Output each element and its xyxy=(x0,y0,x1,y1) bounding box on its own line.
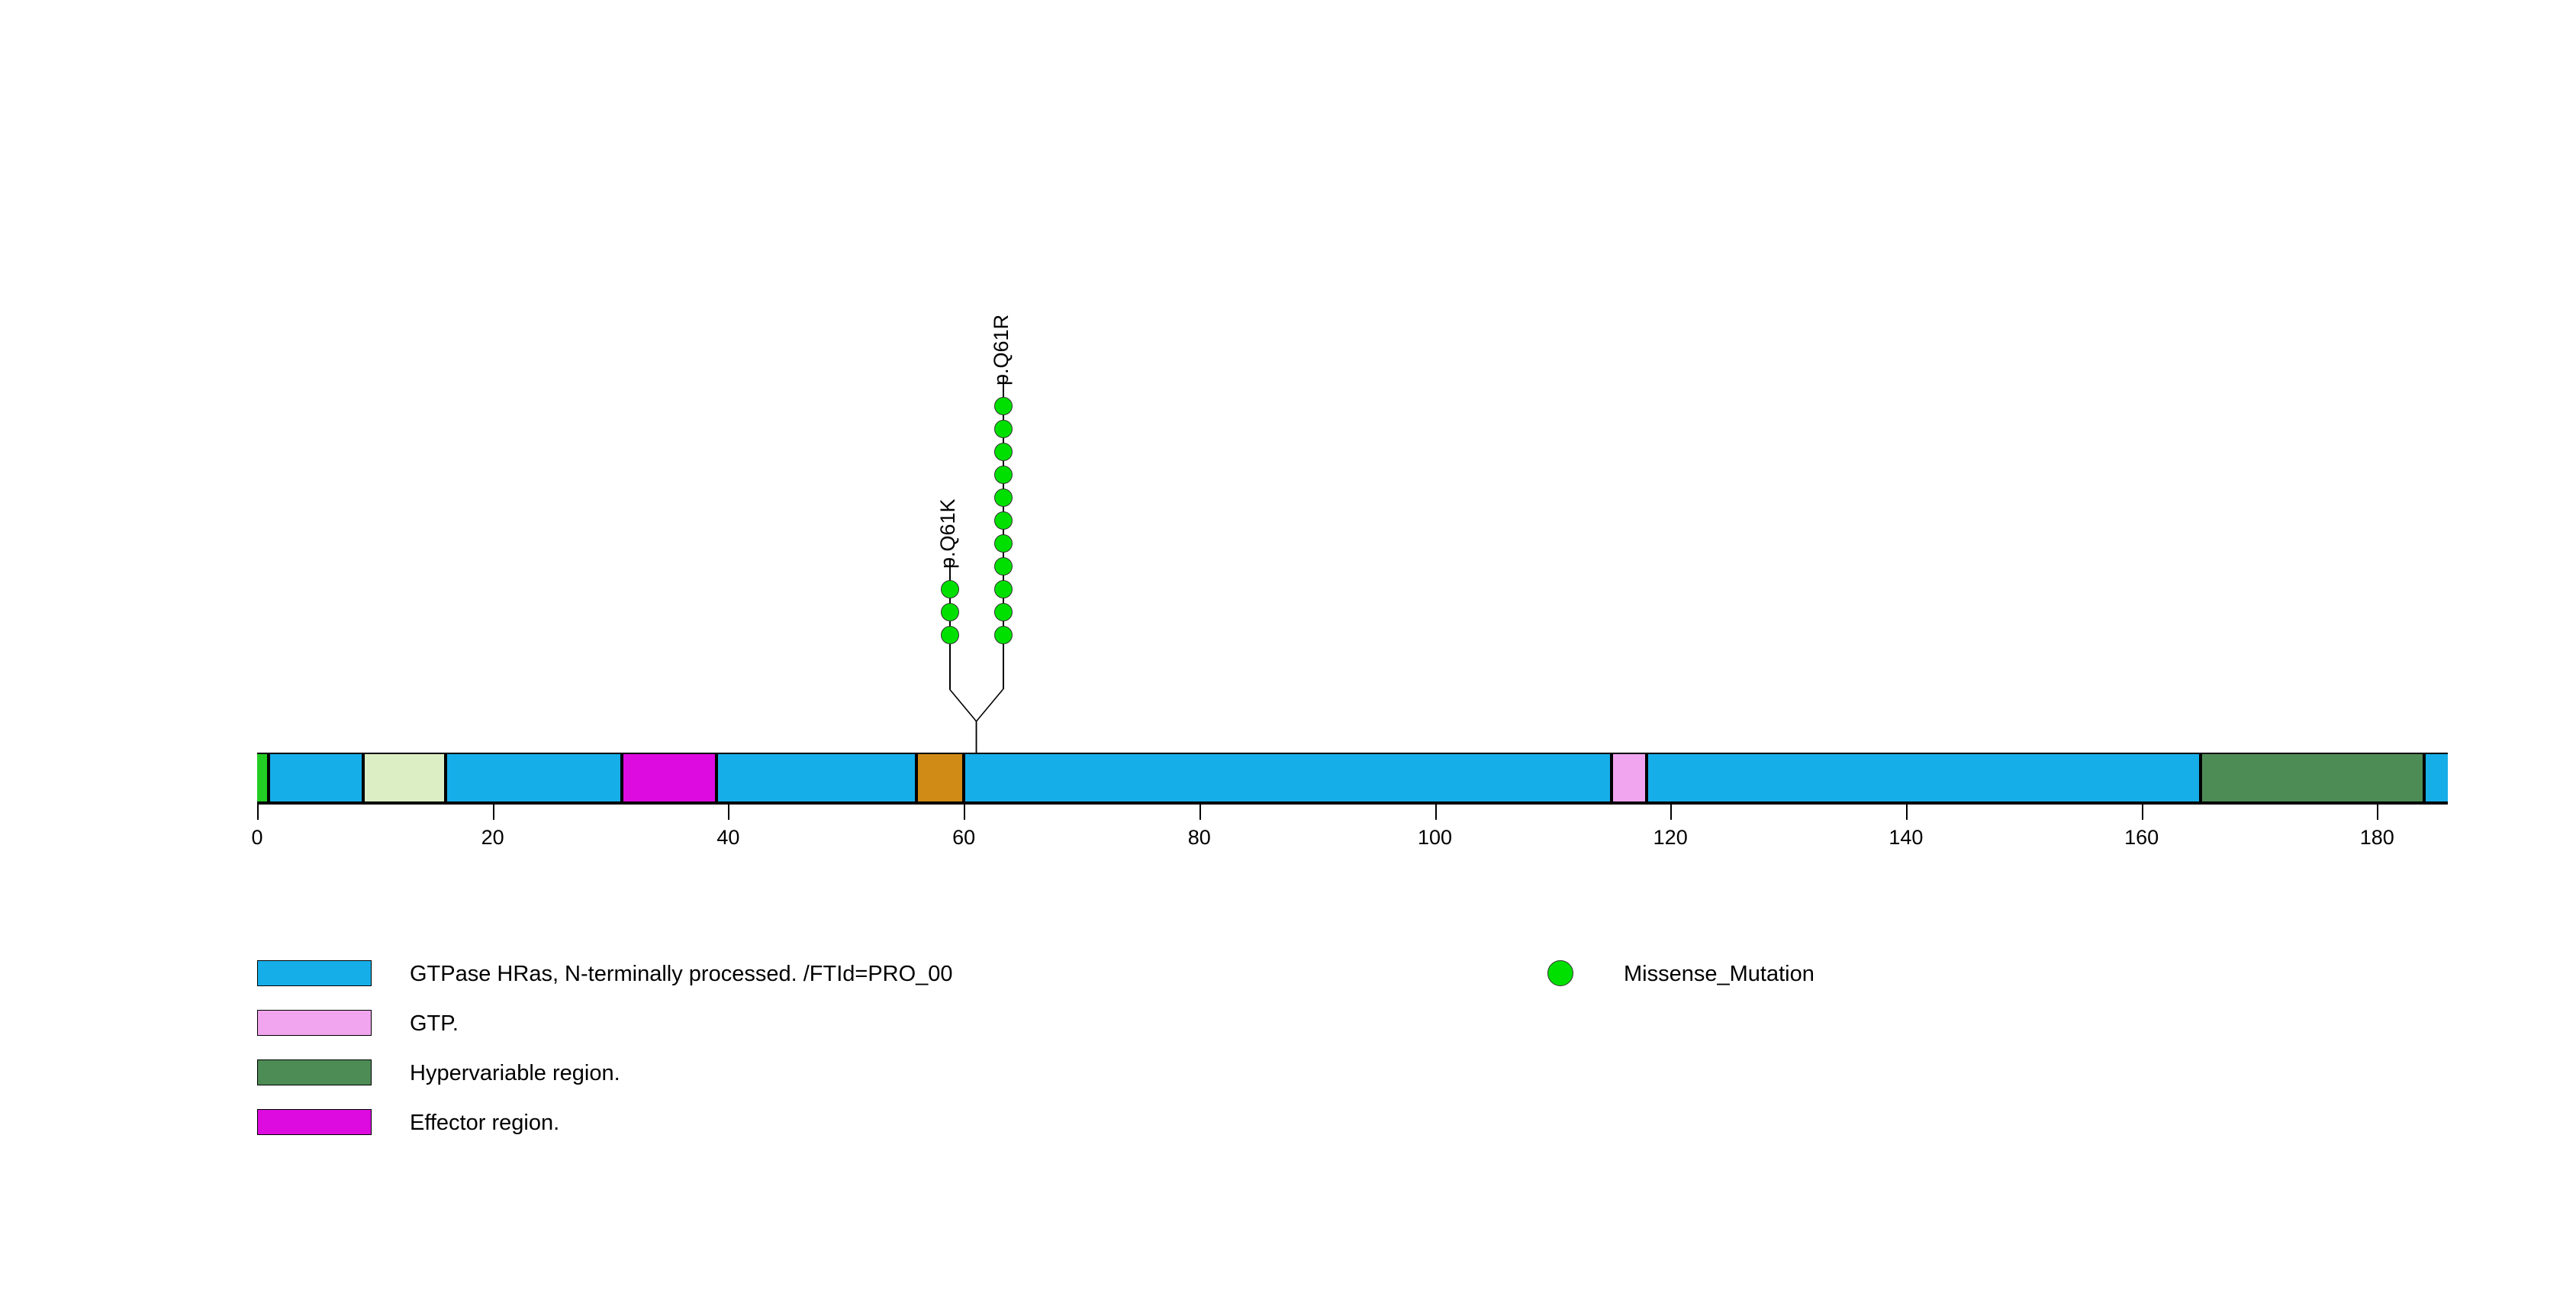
mutation-dot-p.Q61R-6[interactable] xyxy=(993,511,1013,530)
mutation-dot-p.Q61K-2[interactable] xyxy=(940,603,959,621)
legend-swatch-legend-gtpase-hras[interactable] xyxy=(257,960,372,986)
mutation-dot-p.Q61R-3[interactable] xyxy=(993,580,1013,598)
axis-tick-label-40: 40 xyxy=(716,826,740,849)
legend-dot-legend-missense[interactable] xyxy=(1547,960,1573,986)
domain-segment-hypervariable[interactable] xyxy=(2200,754,2425,801)
legend-label-legend-hypervariable: Hypervariable region. xyxy=(410,1061,620,1085)
axis-tick-20 xyxy=(492,803,494,820)
axis-tick-label-60: 60 xyxy=(952,826,976,849)
axis-tick-label-80: 80 xyxy=(1187,826,1211,849)
axis-baseline xyxy=(257,803,2448,805)
mutation-dot-p.Q61R-1[interactable] xyxy=(993,626,1013,644)
axis-tick-160 xyxy=(2141,803,2143,820)
protein-domain-bar[interactable] xyxy=(257,753,2448,803)
lollipop-connector-p.Q61K xyxy=(948,689,977,753)
mutation-dot-p.Q61K-3[interactable] xyxy=(940,580,959,598)
axis-tick-label-100: 100 xyxy=(1417,826,1453,849)
mutation-dot-p.Q61R-5[interactable] xyxy=(993,534,1013,553)
axis-tick-0 xyxy=(257,803,259,820)
domain-segment-n-terminal-green[interactable] xyxy=(257,754,269,801)
axis-tick-label-160: 160 xyxy=(2124,826,2159,849)
axis-tick-180 xyxy=(2377,803,2379,820)
legend-label-legend-gtpase-hras: GTPase HRas, N-terminally processed. /FT… xyxy=(410,962,953,986)
legend-label-legend-effector: Effector region. xyxy=(410,1111,560,1135)
domain-segment-gtpase-hras-c[interactable] xyxy=(716,754,917,801)
mutation-label-p.Q61R: p.Q61R xyxy=(989,314,1013,385)
axis-tick-80 xyxy=(1199,803,1201,820)
axis-tick-label-180: 180 xyxy=(2359,826,2394,849)
mutation-dot-p.Q61K-1[interactable] xyxy=(940,626,959,644)
axis-tick-60 xyxy=(964,803,966,820)
mutation-dot-p.Q61R-11[interactable] xyxy=(993,397,1013,415)
lollipop-connector-p.Q61R xyxy=(975,689,1004,753)
axis-tick-label-120: 120 xyxy=(1653,826,1688,849)
legend-swatch-legend-hypervariable[interactable] xyxy=(257,1059,372,1085)
axis-tick-40 xyxy=(728,803,730,820)
mutation-dot-p.Q61R-7[interactable] xyxy=(993,489,1013,507)
legend-label-legend-missense: Missense_Mutation xyxy=(1624,962,1814,986)
domain-segment-effector-region[interactable] xyxy=(622,754,716,801)
legend-label-legend-gtp: GTP. xyxy=(410,1011,459,1036)
mutation-dot-p.Q61R-10[interactable] xyxy=(993,420,1013,438)
domain-segment-orange-region[interactable] xyxy=(916,754,964,801)
domain-segment-gtpase-hras-b[interactable] xyxy=(445,754,623,801)
axis-tick-label-140: 140 xyxy=(1889,826,1924,849)
domain-segment-gtp-region[interactable] xyxy=(1612,754,1647,801)
lollipop-stem-p.Q61K xyxy=(948,559,951,689)
axis-tick-120 xyxy=(1670,803,1673,820)
axis-tick-100 xyxy=(1435,803,1437,820)
legend-swatch-legend-gtp[interactable] xyxy=(257,1010,372,1036)
domain-segment-pale-green-region[interactable] xyxy=(362,754,446,801)
domain-segment-gtpase-hras-f[interactable] xyxy=(2424,754,2448,801)
mutation-label-p.Q61K: p.Q61K xyxy=(935,498,959,569)
domain-segment-gtpase-hras-d[interactable] xyxy=(964,754,1612,801)
axis-tick-140 xyxy=(1905,803,1908,820)
mutation-dot-p.Q61R-9[interactable] xyxy=(993,443,1013,461)
legend-swatch-legend-effector[interactable] xyxy=(257,1109,372,1135)
axis-tick-label-0: 0 xyxy=(251,826,263,849)
domain-segment-gtpase-hras-e[interactable] xyxy=(1647,754,2201,801)
mutation-dot-p.Q61R-8[interactable] xyxy=(993,466,1013,484)
lollipop-stem-p.Q61R xyxy=(1002,376,1004,689)
domain-segment-gtpase-hras-a[interactable] xyxy=(269,754,363,801)
mutation-dot-p.Q61R-2[interactable] xyxy=(993,603,1013,621)
mutation-dot-p.Q61R-4[interactable] xyxy=(993,557,1013,576)
axis-tick-label-20: 20 xyxy=(481,826,504,849)
